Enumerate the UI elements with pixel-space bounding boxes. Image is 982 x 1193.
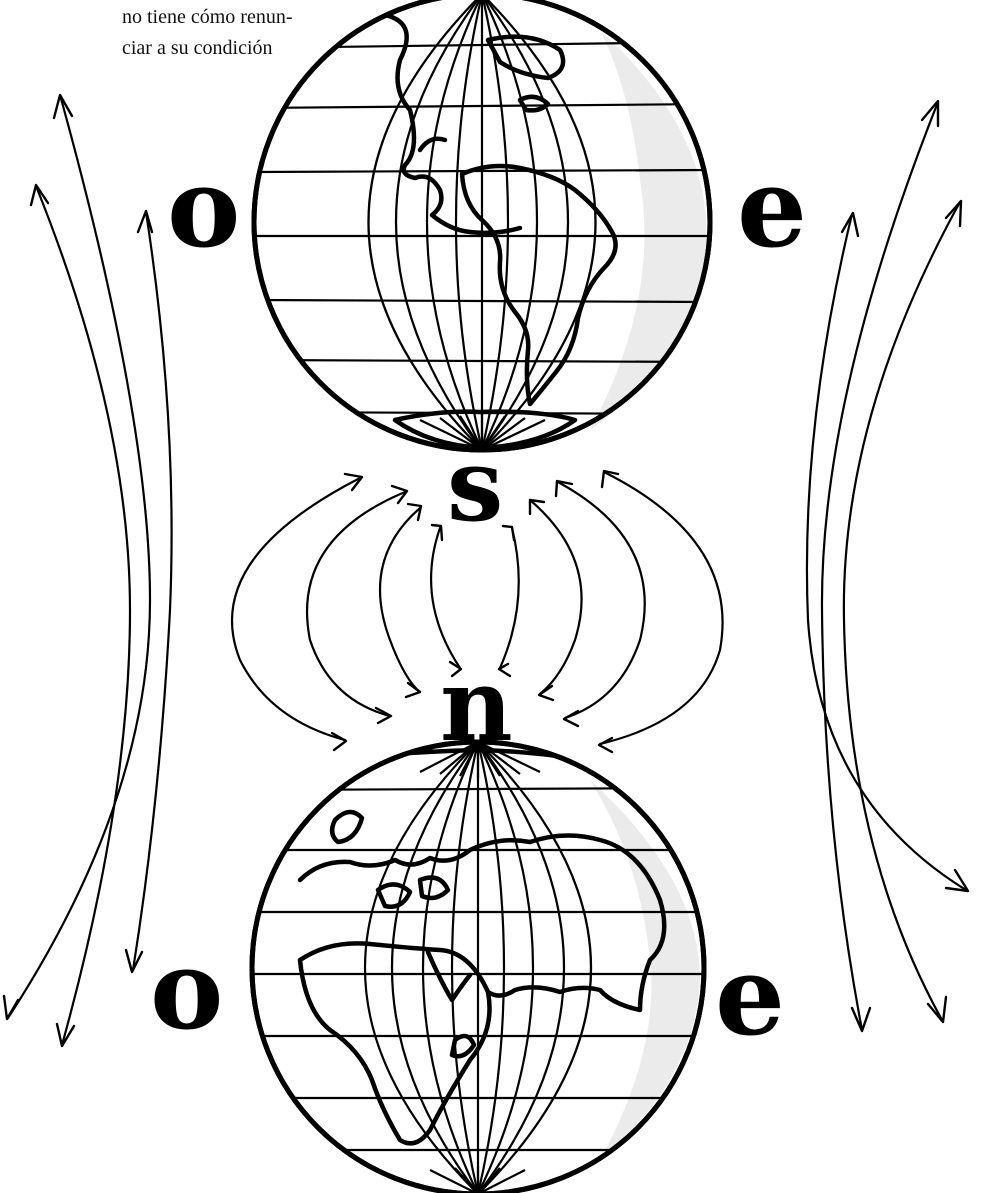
arc-arrow-6	[530, 500, 582, 694]
arc-arrow-3	[380, 508, 420, 692]
top-globe	[250, 0, 714, 450]
right-arrow-inner	[822, 102, 938, 1030]
left-arrow-inner	[133, 212, 172, 970]
label-west-top: o	[167, 143, 240, 272]
left-arrow-middle	[36, 186, 130, 1045]
arc-arrow-1	[232, 478, 360, 740]
label-east-bottom: e	[715, 931, 785, 1060]
label-west-bottom: o	[150, 925, 223, 1054]
right-arrow-middle	[844, 202, 960, 1020]
right-side-arrows	[807, 101, 968, 1031]
bottom-globe	[248, 742, 708, 1193]
label-east-top: e	[737, 143, 807, 272]
arc-arrow-2	[307, 492, 405, 716]
arc-arrow-8	[600, 472, 723, 744]
arc-arrow-7	[558, 482, 645, 718]
label-north: n	[440, 646, 513, 764]
label-south: s	[447, 426, 503, 544]
left-side-arrows	[4, 95, 172, 1046]
